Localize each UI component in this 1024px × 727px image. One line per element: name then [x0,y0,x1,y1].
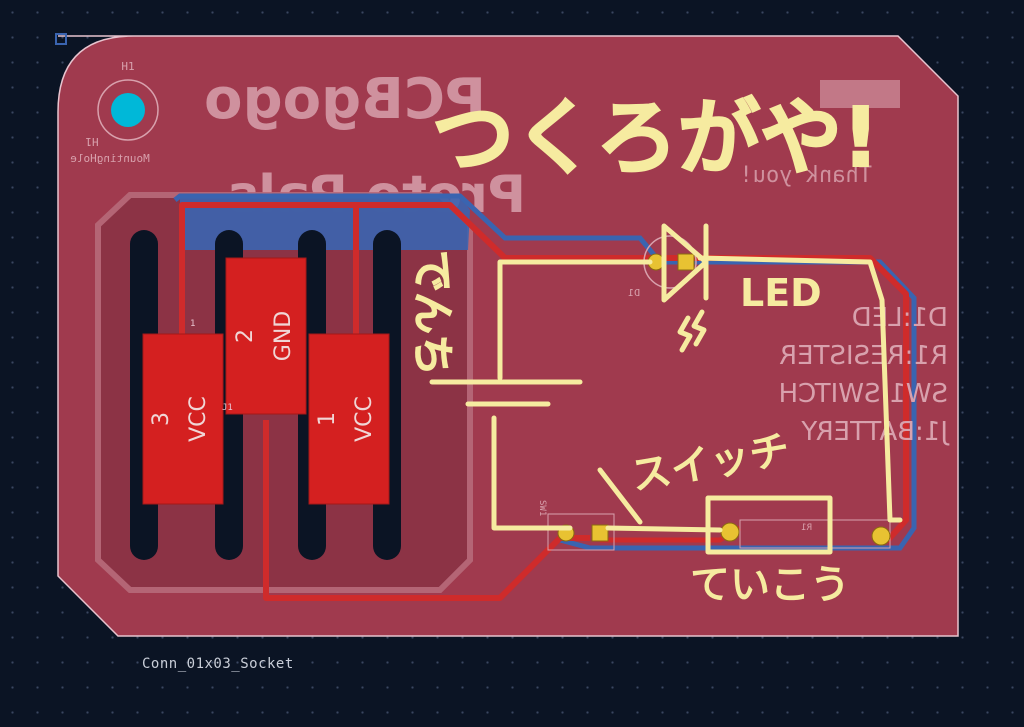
annotation-led: LED [740,271,822,315]
pad-2-number: 2 [233,329,258,343]
bom-line-1: D1:LED [852,303,948,333]
logo-silk-block [820,80,900,108]
mounting-hole-h1[interactable]: H1 H1 MountingHole [70,60,159,165]
pad-1-number: 1 [315,412,340,426]
resistor-ref: R1 [801,523,812,533]
mounting-hole-drill [111,93,145,127]
led-ref: D1 [628,288,640,299]
pad-3-net: VCC [186,396,211,442]
resistor-pad-2[interactable] [871,526,891,546]
switch-outline [547,513,615,551]
pcbgogo-logo: PCBgogo [204,67,486,132]
annotation-resistor: ていこう [690,562,850,608]
mounting-hole-ring [97,79,159,141]
bom-silkscreen: D1:LED R1:RESISTER SW1:SWITCH J1:BATTERY [779,303,950,447]
thank-you-silk: Thank you! [740,163,872,188]
switch-ref: SW1 [537,500,547,516]
annotation-battery: でんち [408,250,457,376]
pad-2[interactable] [225,257,307,415]
board-corner-marker [55,33,67,45]
connector-j1[interactable]: 3 VCC 2 GND 1 VCC J1 1 [142,257,390,505]
mounting-hole-ref-bottom: H1 [85,135,98,148]
pad-1[interactable] [308,333,390,505]
switch-pad-square[interactable] [591,524,609,542]
mounting-hole-value: MountingHole [70,152,149,165]
mounting-hole-ref-top: H1 [121,60,134,73]
bom-line-3: SW1:SWITCH [779,379,948,409]
pad-3[interactable] [142,333,224,505]
bom-line-2: R1:RESISTER [779,341,948,371]
hand-drawn-circuit [429,223,903,555]
led-pad-square[interactable] [677,253,695,271]
connector-ref: J1 [222,403,233,413]
pin1-marker: 1 [190,319,195,329]
pad-2-net: GND [271,311,296,361]
pad-1-net: VCC [352,396,377,442]
resistor-r1[interactable]: R1 [720,519,891,549]
pad-3-number: 3 [149,412,174,426]
footprint-label: Conn_01x03_Socket [142,656,294,672]
led-d1[interactable]: D1 [628,235,697,299]
bom-line-4: J1:BATTERY [801,417,950,447]
resistor-pad-1[interactable] [720,522,740,542]
annotation-title: つくろがや! [432,91,879,186]
